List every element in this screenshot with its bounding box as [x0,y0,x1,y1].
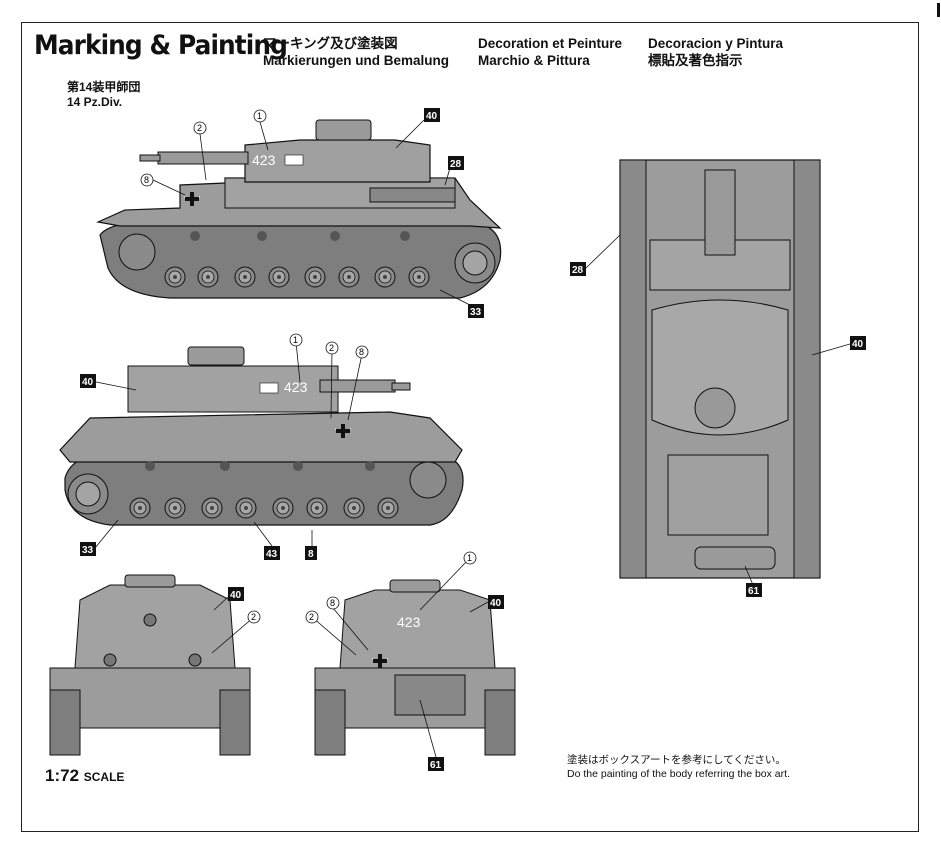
page-title: Marking & Painting [34,30,288,61]
callout-leaders [94,119,851,758]
scale-word: SCALE [83,770,125,784]
callout-8-c: 8 [326,596,340,610]
callout-40-e: 40 [488,595,504,609]
callout-8-a: 8 [140,173,154,187]
callout-2-d: 2 [305,610,319,624]
side-view-right: 423 [59,346,464,526]
callout-1-b-label: 1 [293,335,298,345]
callout-2-c-label: 2 [251,612,256,622]
callout-28-a: 28 [448,156,464,170]
unit-label-jp: 第14装甲師団 [67,80,141,94]
callout-61-b-label: 61 [430,760,442,771]
callout-2-a-label: 2 [197,123,202,133]
callout-40-e-label: 40 [490,598,502,609]
callout-40-a: 40 [424,108,440,122]
front-view [49,574,251,756]
callout-40-a-label: 40 [426,111,438,122]
callout-33-a-label: 33 [470,307,482,318]
callout-61-a-label: 61 [748,586,760,597]
callout-40-d-label: 40 [230,590,242,601]
callout-1-a-label: 1 [257,111,262,121]
heading-zh: 標貼及著色指示 [648,53,743,68]
scale-value: 1:72 [45,766,80,785]
callout-2-a: 2 [193,121,207,135]
heading-fr: Decoration et Peinture [478,36,623,51]
callout-40-d: 40 [228,587,244,601]
callout-8-c-label: 8 [330,598,335,608]
callout-1-b: 1 [289,333,303,347]
callout-8-a-label: 8 [144,175,149,185]
turret-number-side-right: 423 [284,379,308,395]
painting-note-en: Do the painting of the body referring th… [567,768,790,780]
callout-8-box-label: 8 [308,549,314,560]
callout-28-a-label: 28 [450,159,462,170]
callout-1-c: 1 [463,551,477,565]
unit-label: 第14装甲師団 14 Pz.Div. [67,80,140,110]
turret-number-side-left: 423 [252,152,276,168]
callout-40-c-label: 40 [852,339,864,350]
callout-43-label: 43 [266,549,278,560]
callout-8-b: 8 [355,345,369,359]
top-view [619,159,821,579]
rear-view: 423 [314,579,516,756]
callout-33-b-label: 33 [82,545,94,556]
callout-40-c: 40 [850,336,866,350]
callout-1-a: 1 [253,109,267,123]
callout-33-a: 33 [468,304,484,318]
callout-33-b: 33 [80,542,96,556]
callout-61-a: 61 [746,583,762,597]
heading-it: Marchio & Pittura [478,53,590,68]
callout-2-b-label: 2 [329,343,334,353]
painting-note-jp: 塗装はボックスアートを参考にしてください。 [567,754,786,766]
callout-8-b-label: 8 [359,347,364,357]
heading-es: Decoracion y Pintura [648,36,784,51]
callout-8-box: 8 [305,546,317,560]
side-view-left: 423 [95,119,502,299]
edge-mark [937,3,940,17]
heading-jp: マーキング及び塗装図 [263,36,398,51]
callout-28-b: 28 [570,262,586,276]
callout-2-b: 2 [325,341,339,355]
turret-number-rear: 423 [397,614,421,630]
callout-2-d-label: 2 [309,612,314,622]
callout-28-b-label: 28 [572,265,584,276]
callout-1-c-label: 1 [467,553,472,563]
callout-61-b: 61 [428,757,444,771]
unit-label-en: 14 Pz.Div. [67,95,123,109]
heading-de: Markierungen und Bemalung [263,53,450,68]
painting-note: 塗装はボックスアートを参考にしてください。 Do the painting of… [567,753,790,781]
callout-40-b: 40 [80,374,96,388]
callout-43: 43 [264,546,280,560]
scale-label: 1:72 SCALE [45,766,124,786]
callout-2-c: 2 [247,610,261,624]
callout-40-b-label: 40 [82,377,94,388]
